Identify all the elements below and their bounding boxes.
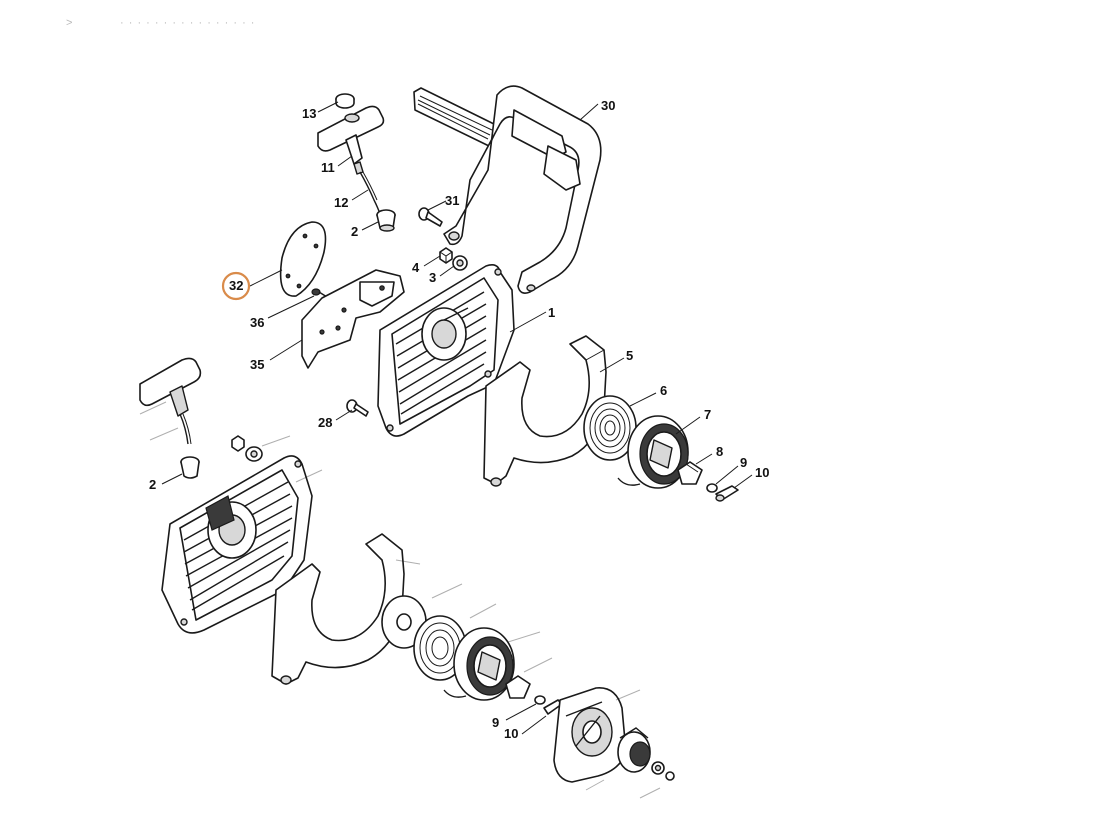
label-12[interactable]: 12 — [334, 195, 348, 210]
part-11-handle[interactable] — [317, 105, 385, 175]
part-9-clip-upper[interactable] — [706, 483, 718, 493]
label-10-upper[interactable]: 10 — [755, 465, 769, 480]
label-9-upper[interactable]: 9 — [740, 455, 747, 470]
leader-lines — [139, 101, 753, 799]
part-12-rope[interactable] — [359, 171, 381, 215]
label-11[interactable]: 11 — [321, 160, 335, 175]
label-32[interactable]: 32 — [229, 278, 243, 293]
lower-handle[interactable] — [139, 357, 202, 445]
lower-washer[interactable] — [245, 446, 263, 462]
breadcrumb-text[interactable]: · · · · · · · · · · · · · · · · — [120, 17, 255, 29]
lower-small-washer-b[interactable] — [665, 771, 675, 781]
part-28-screw[interactable] — [346, 399, 369, 417]
part-labels: 13 11 12 2 31 30 4 3 32 36 35 1 5 6 7 8 … — [149, 98, 769, 741]
filter-plate[interactable] — [413, 87, 499, 147]
part-7-pulley-upper[interactable] — [617, 415, 689, 489]
part-9-clip-lower[interactable] — [534, 695, 546, 705]
lower-pawl[interactable] — [505, 675, 531, 699]
label-4[interactable]: 4 — [412, 260, 420, 275]
label-36[interactable]: 36 — [250, 315, 264, 330]
label-1[interactable]: 1 — [548, 305, 555, 320]
lower-fan-housing[interactable] — [161, 455, 313, 634]
label-7[interactable]: 7 — [704, 407, 711, 422]
part-2-grommet-lower[interactable] — [180, 456, 200, 479]
label-35[interactable]: 35 — [250, 357, 264, 372]
part-6-spring-upper[interactable] — [583, 395, 637, 461]
part-32-disc[interactable] — [279, 221, 327, 297]
lower-cover[interactable] — [271, 533, 405, 685]
highlight-32[interactable]: 32 — [221, 271, 251, 301]
label-2-lower[interactable]: 2 — [149, 477, 156, 492]
part-1-fan-housing[interactable] — [377, 264, 515, 437]
breadcrumb: > · · · · · · · · · · · · · · · · — [66, 17, 255, 29]
part-13-cap[interactable] — [335, 93, 355, 109]
label-13[interactable]: 13 — [302, 106, 316, 121]
lower-hub[interactable] — [617, 727, 651, 773]
part-2-grommet-upper[interactable] — [376, 209, 396, 232]
label-10-lower[interactable]: 10 — [504, 726, 518, 741]
lower-pulley[interactable] — [443, 627, 515, 701]
part-31-screw[interactable] — [418, 207, 443, 227]
lower-drive-housing[interactable] — [553, 687, 627, 783]
part-3-washer[interactable] — [452, 255, 468, 271]
breadcrumb-chevron-icon[interactable]: > — [66, 17, 73, 29]
label-31[interactable]: 31 — [445, 193, 459, 208]
label-9-lower[interactable]: 9 — [492, 715, 499, 730]
label-2-upper[interactable]: 2 — [351, 224, 358, 239]
label-28[interactable]: 28 — [318, 415, 332, 430]
label-5[interactable]: 5 — [626, 348, 633, 363]
label-6[interactable]: 6 — [660, 383, 667, 398]
part-30-hand-guard[interactable] — [443, 85, 602, 294]
part-8-pawl-upper[interactable] — [677, 461, 703, 485]
lower-nut[interactable] — [231, 435, 245, 452]
label-3[interactable]: 3 — [429, 270, 436, 285]
lower-small-washer-a[interactable] — [651, 761, 665, 775]
part-35-bracket[interactable] — [301, 269, 405, 369]
part-10-pin-upper[interactable] — [715, 485, 739, 502]
label-8[interactable]: 8 — [716, 444, 723, 459]
part-4-nut[interactable] — [439, 247, 453, 264]
highlight-ring-icon — [221, 271, 251, 301]
label-30[interactable]: 30 — [601, 98, 615, 113]
